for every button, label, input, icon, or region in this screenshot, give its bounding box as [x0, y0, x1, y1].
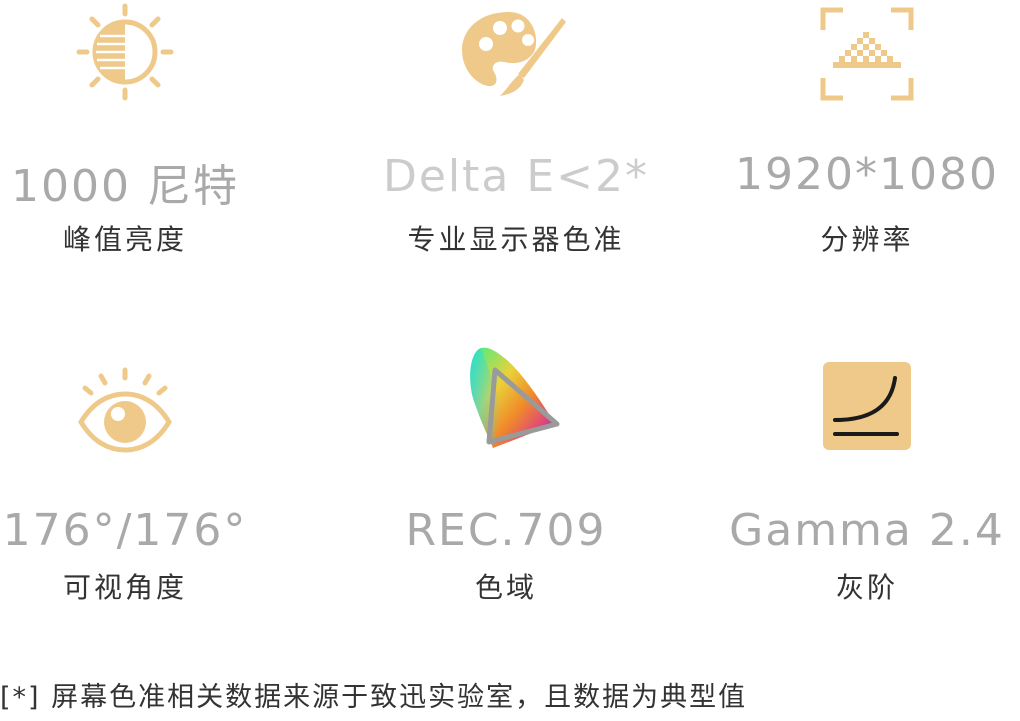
feature-value: Gamma 2.4 [729, 505, 1005, 556]
color-gamut-icon [470, 347, 560, 448]
footnote: [*] 屏幕色准相关数据来源于致迅实验室，且数据为典型值 [0, 682, 748, 713]
gamma-curve-icon [823, 362, 911, 450]
feature-value: Delta E<2* [382, 151, 650, 202]
feature-value: REC.709 [405, 505, 607, 556]
feature-label: 色域 [474, 571, 537, 604]
feature-label: 峰值亮度 [62, 223, 187, 256]
feature-value: 1920*1080 [735, 149, 999, 200]
feature-value: 176°/176° [2, 505, 248, 556]
feature-value: 1000 尼特 [11, 161, 239, 212]
feature-peak-brightness: 1000 尼特 峰值亮度 [0, 0, 295, 330]
palette-icon [462, 12, 566, 96]
feature-label: 可视角度 [62, 571, 187, 604]
feature-color-gamut: REC.709 色域 [336, 347, 676, 680]
brightness-icon [76, 3, 174, 101]
feature-label: 灰阶 [835, 571, 898, 604]
feature-resolution: 1920*1080 分辨率 [697, 0, 1020, 330]
resolution-icon [820, 7, 914, 101]
eye-icon [78, 367, 172, 453]
feature-color-accuracy: Delta E<2* 专业显示器色准 [346, 0, 686, 330]
feature-gamma: Gamma 2.4 灰阶 [697, 350, 1020, 680]
feature-label: 专业显示器色准 [407, 223, 625, 256]
feature-label: 分辨率 [820, 223, 914, 256]
feature-viewing-angle: 176°/176° 可视角度 [0, 350, 295, 680]
